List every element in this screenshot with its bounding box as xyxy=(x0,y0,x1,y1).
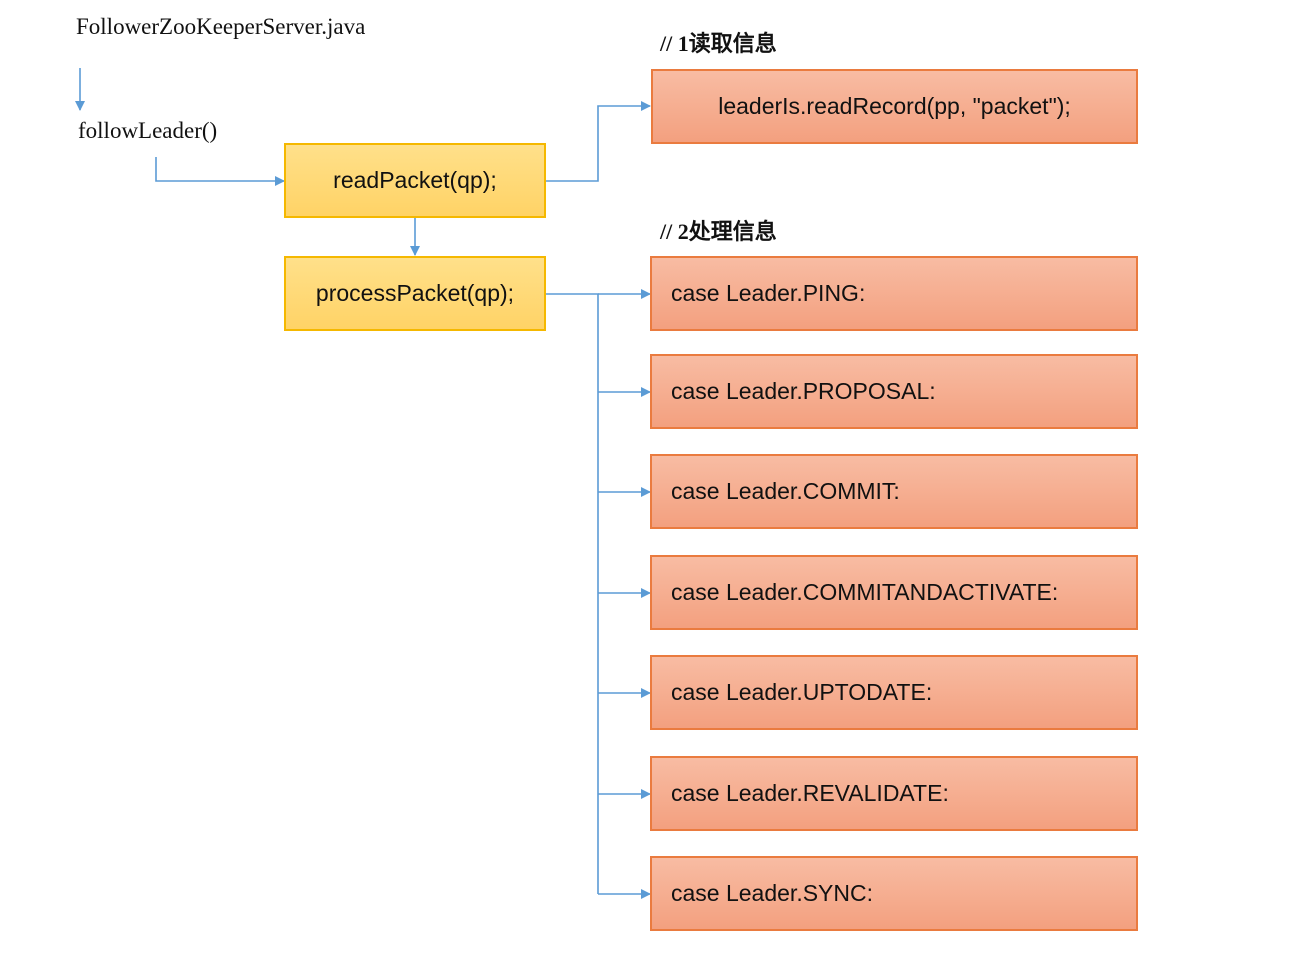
arrow-readpacket-to-readrecord xyxy=(546,101,651,182)
read-packet-box: readPacket(qp); xyxy=(284,143,546,218)
case-commit-box: case Leader.COMMIT: xyxy=(650,454,1138,529)
arrow-follow-to-readpacket xyxy=(155,157,285,186)
case-commitandactivate-box: case Leader.COMMITANDACTIVATE: xyxy=(650,555,1138,630)
case-uptodate-box: case Leader.UPTODATE: xyxy=(650,655,1138,730)
file-name-label: FollowerZooKeeperServer.java xyxy=(76,14,366,39)
read-record-box: leaderIs.readRecord(pp, "packet"); xyxy=(651,69,1138,144)
case-proposal-box: case Leader.PROPOSAL: xyxy=(650,354,1138,429)
process-packet-box: processPacket(qp); xyxy=(284,256,546,331)
case-ping-box: case Leader.PING: xyxy=(650,256,1138,331)
processpacket-trunk xyxy=(546,293,599,894)
section-read-title: // 1读取信息 xyxy=(660,31,777,56)
section-process-title: // 2处理信息 xyxy=(660,219,777,244)
case-revalidate-box: case Leader.REVALIDATE: xyxy=(650,756,1138,831)
case-sync-box: case Leader.SYNC: xyxy=(650,856,1138,931)
follow-leader-label: followLeader() xyxy=(78,118,218,143)
